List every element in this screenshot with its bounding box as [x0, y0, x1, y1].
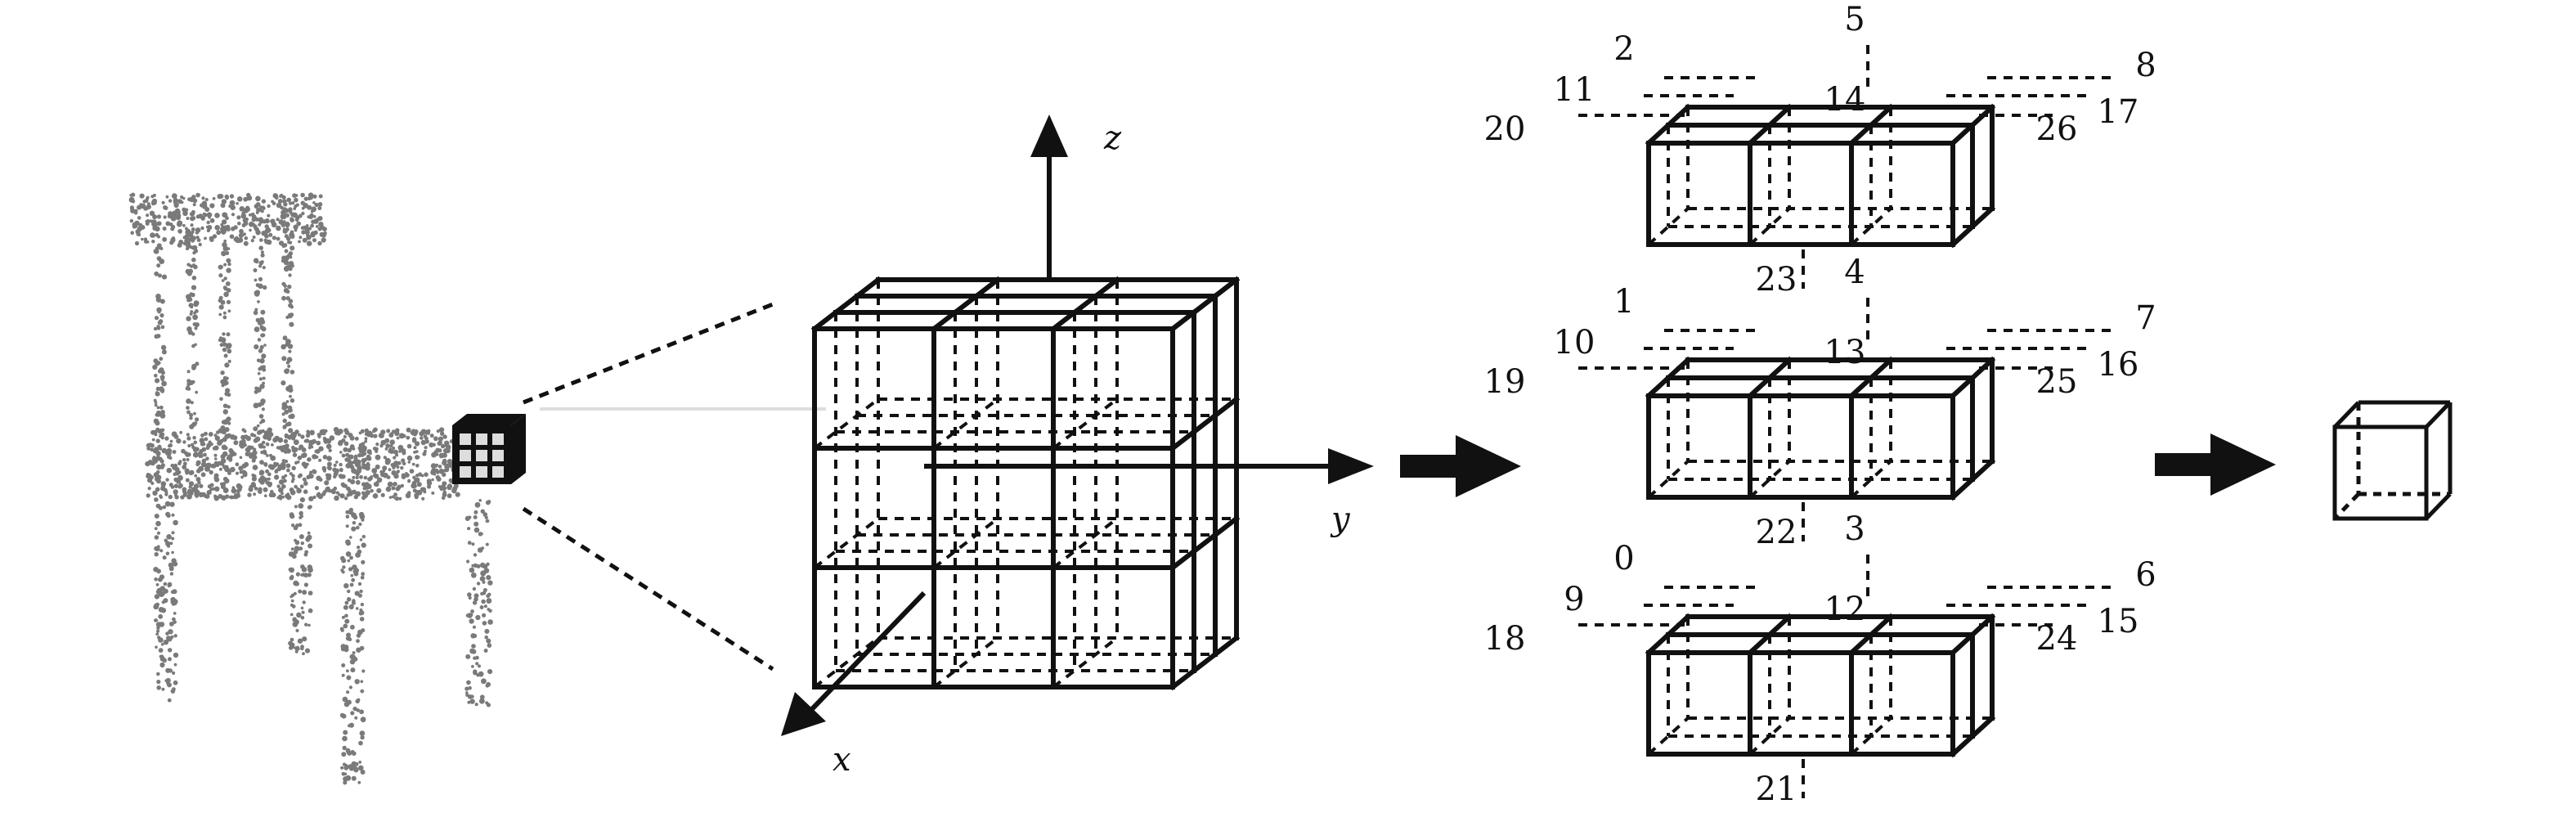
voxel-index-label: 16 — [2098, 346, 2139, 384]
voxel-index-label: 0 — [1613, 540, 1634, 577]
zoom-lines — [522, 302, 774, 672]
y-axis-label: y — [1330, 501, 1351, 538]
z-axis-arrow — [1030, 115, 1068, 278]
voxel-index-label: 1 — [1613, 283, 1634, 321]
voxel-index-label: 19 — [1484, 363, 1526, 401]
x-axis-arrow — [781, 591, 927, 736]
voxel-index-label: 11 — [1554, 71, 1595, 109]
voxel-index-label: 6 — [2135, 556, 2156, 594]
voxel-index-label: 7 — [2135, 299, 2156, 337]
voxel-index-label: 17 — [2098, 93, 2139, 131]
z-axis-label: z — [1103, 119, 1122, 157]
voxel-index-label: 13 — [1824, 334, 1866, 371]
voxel-layer-bottom: 3 0 6 9 12 15 18 24 21 — [1484, 510, 2156, 808]
y-axis-arrow — [924, 448, 1374, 484]
voxel-index-label: 20 — [1484, 110, 1526, 148]
selected-voxel-icon — [452, 414, 526, 484]
voxel-index-label: 2 — [1613, 30, 1634, 68]
output-voxel-icon — [2332, 400, 2453, 521]
voxel-index-label: 3 — [1844, 510, 1865, 548]
voxel-index-label: 15 — [2098, 603, 2139, 640]
x-axis-label: x — [832, 741, 851, 779]
voxel-index-label: 23 — [1756, 261, 1797, 299]
voxel-grid-3x3x3 — [810, 276, 1241, 691]
voxel-index-label: 25 — [2036, 363, 2078, 401]
voxel-index-label: 22 — [1756, 514, 1797, 551]
voxel-index-label: 21 — [1756, 770, 1797, 808]
voxel-index-label: 5 — [1844, 1, 1865, 38]
voxel-index-label: 18 — [1484, 620, 1526, 658]
voxel-index-label: 24 — [2036, 620, 2078, 658]
voxel-layer-middle: 4 1 7 10 13 16 19 25 22 — [1484, 254, 2156, 551]
voxel-index-label: 9 — [1564, 581, 1584, 618]
voxel-index-label: 10 — [1554, 324, 1595, 362]
voxel-index-label: 12 — [1824, 591, 1866, 628]
voxel-layer-top: 5 2 8 11 14 17 20 26 23 — [1484, 1, 2156, 299]
flow-arrow-2 — [2155, 433, 2276, 496]
voxel-index-label: 8 — [2135, 47, 2156, 84]
chair-point-cloud — [128, 192, 493, 785]
voxel-index-label: 4 — [1844, 254, 1865, 291]
voxel-index-label: 14 — [1824, 81, 1866, 119]
voxel-index-label: 26 — [2036, 110, 2078, 148]
flow-arrow-1 — [1400, 435, 1521, 497]
